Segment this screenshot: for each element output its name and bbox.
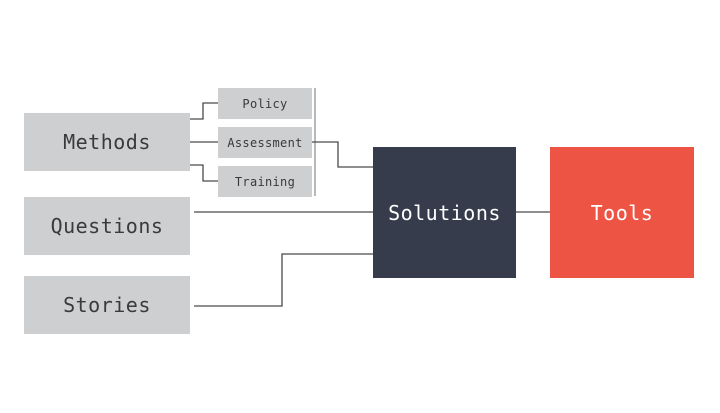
tools-box: Tools [550, 147, 694, 278]
stories-label: Stories [63, 293, 151, 317]
connector-methods-policy [190, 102, 218, 120]
solutions-label: Solutions [388, 200, 501, 225]
methods-box: Methods [24, 113, 190, 171]
methods-label: Methods [63, 130, 151, 154]
stories-box: Stories [24, 276, 190, 334]
connector-assessment-solutions [312, 141, 373, 168]
connector-methods-training [190, 164, 218, 182]
policy-box: Policy [218, 88, 312, 119]
assessment-label: Assessment [227, 135, 303, 150]
assessment-box: Assessment [218, 127, 312, 158]
training-label: Training [234, 174, 296, 189]
questions-box: Questions [24, 197, 190, 255]
tools-label: Tools [590, 200, 654, 225]
solutions-box: Solutions [373, 147, 516, 278]
training-box: Training [218, 166, 312, 197]
policy-label: Policy [242, 96, 288, 111]
connector-stories-solutions [194, 253, 373, 307]
questions-label: Questions [50, 214, 164, 238]
